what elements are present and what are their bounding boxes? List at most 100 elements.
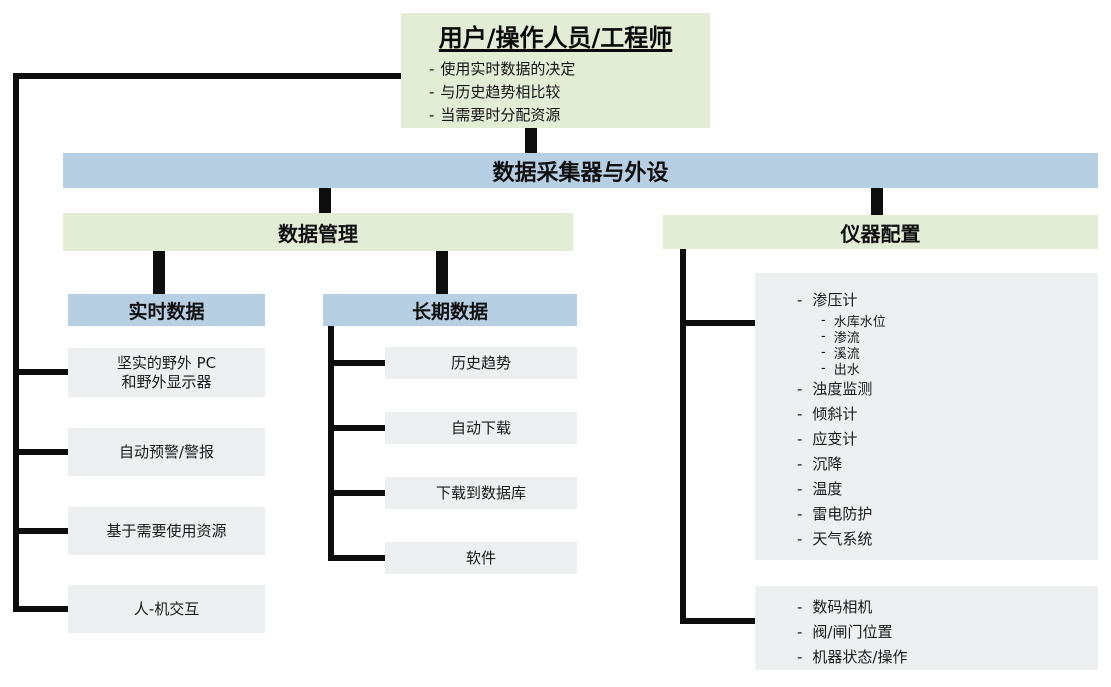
rugged-field-pc-line2: 和野外显示器: [121, 372, 212, 391]
realtime-data-box: 实时数据: [68, 294, 265, 326]
connector-stub-hmi: [13, 606, 68, 612]
connector-collector-to-instruments: [871, 188, 883, 215]
connector-dm-to-realtime: [153, 251, 165, 294]
device-list-box: - 数码相机 - 阀/闸门位置 - 机器状态/操作: [755, 586, 1098, 670]
device-item-valve-gate-position: - 阀/闸门位置: [797, 619, 1090, 644]
connector-stub-auto-alarm: [13, 449, 68, 455]
longterm-data-box: 长期数据: [323, 294, 577, 326]
users-operators-engineers-box: 用户/操作人员/工程师 - 使用实时数据的决定 - 与历史趋势相比较 - 当需要…: [401, 13, 710, 128]
connector-left-vertical: [13, 73, 19, 612]
list-dash-icon: -: [821, 328, 826, 344]
sensor-list-box: - 渗压计 - 水库水位 - 渗流 - 溪流 - 出水 - 浊度监测: [755, 273, 1098, 560]
sensor-item-strain-gauge: - 应变计: [797, 426, 1090, 451]
sensor-subitem-reservoir-level: - 水库水位: [797, 312, 1090, 330]
sensor-subitem-label: 水库水位: [833, 314, 886, 330]
list-dash-icon: -: [797, 479, 803, 498]
sensor-item-lightning-protection: - 雷电防护: [797, 501, 1090, 526]
device-item-machine-status-operation: - 机器状态/操作: [797, 644, 1090, 669]
rugged-field-pc-line1: 坚实的野外 PC: [116, 353, 217, 372]
sensor-item-temperature: - 温度: [797, 476, 1090, 501]
bullet-text: 当需要时分配资源: [440, 106, 561, 124]
list-dash-icon: -: [797, 290, 803, 309]
sensor-item-label: 倾斜计: [812, 405, 858, 423]
bullet-dash-icon: -: [429, 60, 435, 78]
sensor-item-label: 浊度监测: [812, 380, 873, 398]
data-management-label: 数据管理: [278, 221, 358, 246]
sensor-item-label: 应变计: [812, 430, 858, 448]
list-dash-icon: -: [797, 429, 803, 448]
auto-warning-alarm-box: 自动预警/警报: [68, 428, 265, 476]
software-box: 软件: [385, 542, 577, 574]
list-dash-icon: -: [797, 647, 803, 666]
sensor-item-weather-system: - 天气系统: [797, 526, 1090, 551]
sensor-item-label: 温度: [812, 480, 843, 498]
device-item-label: 阀/闸门位置: [812, 623, 893, 641]
connector-dm-to-longterm: [436, 251, 448, 294]
sensor-item-label: 雷电防护: [812, 505, 873, 523]
rugged-field-pc-box: 坚实的野外 PC 和野外显示器: [68, 348, 265, 397]
connector-stub-auto-download: [328, 425, 385, 431]
list-dash-icon: -: [797, 454, 803, 473]
connector-stub-history-trend: [328, 360, 385, 366]
bullet-dash-icon: -: [429, 83, 435, 101]
device-item-label: 数码相机: [812, 598, 873, 616]
bullet-dash-icon: -: [429, 106, 435, 124]
bullet-text: 与历史趋势相比较: [440, 83, 561, 101]
auto-download-box: 自动下载: [385, 412, 577, 444]
connector-stub-rugged-pc: [13, 369, 68, 375]
sensor-item-piezometer: - 渗压计: [797, 287, 1090, 312]
list-dash-icon: -: [821, 360, 826, 376]
list-dash-icon: -: [797, 529, 803, 548]
device-list: - 数码相机 - 阀/闸门位置 - 机器状态/操作: [755, 586, 1098, 669]
sensor-item-label: 渗压计: [812, 291, 858, 309]
realtime-data-label: 实时数据: [128, 300, 205, 323]
sensor-item-turbidity: - 浊度监测: [797, 376, 1090, 401]
users-bullet-allocate-resources: - 当需要时分配资源: [401, 104, 710, 127]
list-dash-icon: -: [797, 379, 803, 398]
connector-collector-to-data-management: [319, 188, 331, 213]
sensor-item-inclinometer: - 倾斜计: [797, 401, 1090, 426]
sensor-subitem-seepage: - 渗流: [797, 328, 1090, 346]
use-resources-on-demand-box: 基于需要使用资源: [68, 507, 265, 555]
connector-stub-download-db: [328, 490, 385, 496]
sensor-subitem-label: 出水: [833, 362, 860, 378]
connector-longterm-vertical: [328, 326, 334, 561]
list-dash-icon: -: [797, 404, 803, 423]
list-dash-icon: -: [797, 597, 803, 616]
list-dash-icon: -: [821, 344, 826, 360]
sensor-subitem-label: 溪流: [833, 346, 860, 362]
connector-stub-resources: [13, 528, 68, 534]
sensor-item-label: 天气系统: [812, 530, 873, 548]
device-item-digital-camera: - 数码相机: [797, 594, 1090, 619]
human-machine-interaction-box: 人-机交互: [68, 585, 265, 633]
instrument-config-label: 仪器配置: [840, 221, 921, 246]
sensor-list: - 渗压计 - 水库水位 - 渗流 - 溪流 - 出水 - 浊度监测: [755, 273, 1098, 551]
connector-instruments-vertical: [680, 249, 686, 624]
sensor-item-settlement: - 沉降: [797, 451, 1090, 476]
list-dash-icon: -: [797, 504, 803, 523]
sensor-subitem-outflow: - 出水: [797, 360, 1090, 378]
data-collector-label: 数据采集器与外设: [492, 160, 669, 186]
bullet-text: 使用实时数据的决定: [440, 60, 576, 78]
download-to-database-box: 下载到数据库: [385, 477, 577, 509]
sensor-subitem-label: 渗流: [833, 330, 860, 346]
connector-user-to-collector: [525, 128, 537, 153]
device-item-label: 机器状态/操作: [812, 648, 908, 666]
history-trend-label: 历史趋势: [450, 353, 511, 372]
software-label: 软件: [465, 548, 496, 567]
auto-warning-alarm-label: 自动预警/警报: [118, 442, 215, 461]
list-dash-icon: -: [797, 622, 803, 641]
auto-download-label: 自动下载: [450, 418, 511, 437]
connector-stub-software: [328, 555, 385, 561]
human-machine-interaction-label: 人-机交互: [133, 599, 200, 618]
sensor-subitem-stream: - 溪流: [797, 344, 1090, 362]
connector-user-to-left-horizontal: [15, 73, 401, 79]
list-dash-icon: -: [821, 312, 826, 328]
data-management-box: 数据管理: [63, 213, 573, 251]
instrument-config-box: 仪器配置: [663, 215, 1098, 249]
users-box-bullet-list: - 使用实时数据的决定 - 与历史趋势相比较 - 当需要时分配资源: [401, 58, 710, 127]
use-resources-on-demand-label: 基于需要使用资源: [106, 521, 227, 540]
sensor-item-label: 沉降: [812, 455, 843, 473]
longterm-data-label: 长期数据: [411, 300, 488, 323]
